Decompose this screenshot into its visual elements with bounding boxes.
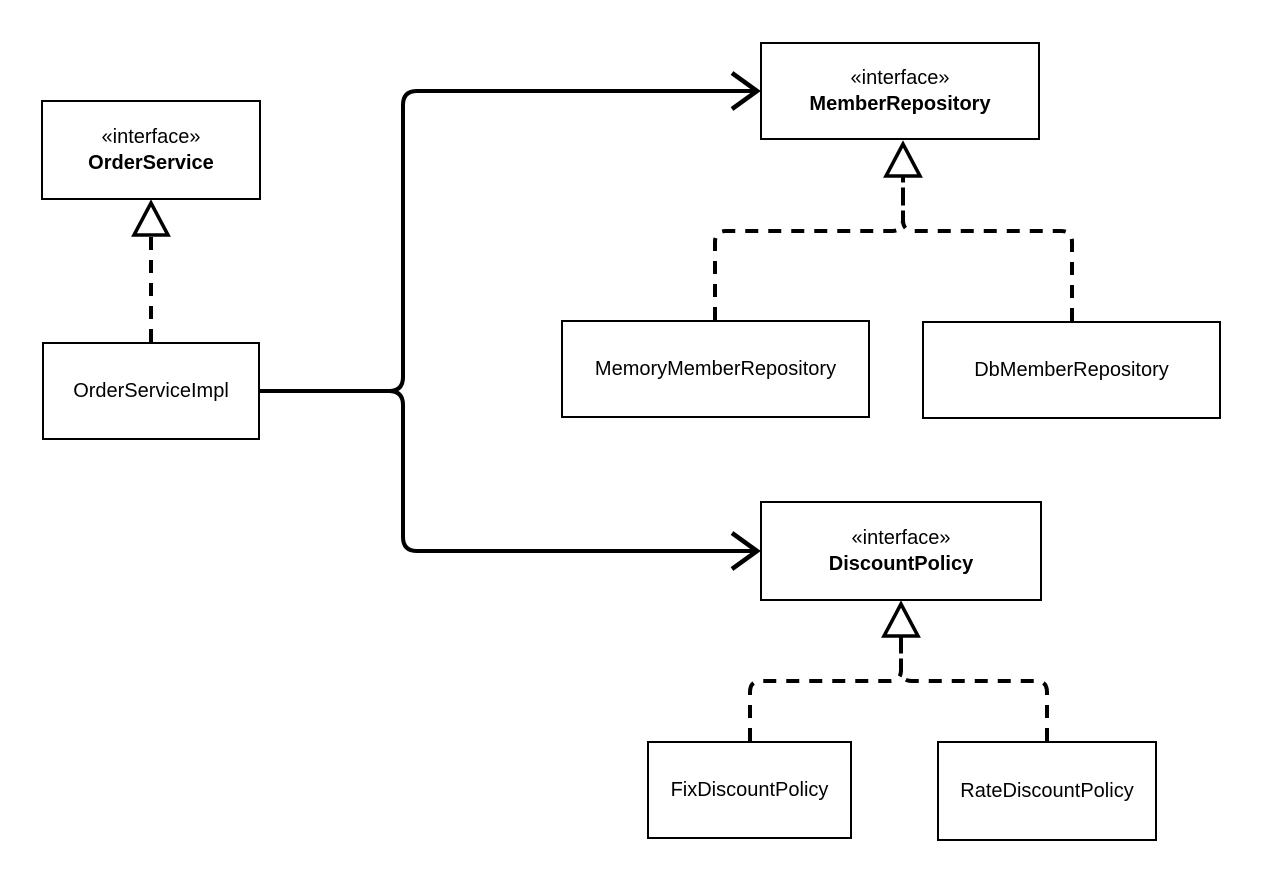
- hollow-triangle-icon: [883, 140, 923, 178]
- class-name-label: MemoryMemberRepository: [594, 358, 837, 380]
- class-box-memory-member-repository: MemoryMemberRepository: [561, 320, 870, 418]
- interface-name-label: DiscountPolicy: [828, 553, 974, 575]
- class-name-label: OrderServiceImpl: [73, 380, 229, 402]
- class-box-discount-policy: «interface» DiscountPolicy: [760, 501, 1042, 601]
- hollow-triangle-icon: [131, 199, 171, 237]
- interface-name-label: OrderService: [88, 152, 214, 174]
- hollow-triangle-icon: [881, 600, 921, 638]
- realization-arrow-fix-discount-policy-to-discount-policy: [748, 637, 903, 741]
- stereotype-label: «interface»: [851, 527, 951, 549]
- class-name-label: DbMemberRepository: [974, 359, 1169, 381]
- open-arrowhead-icon: [730, 531, 761, 571]
- realization-arrow-rate-discount-policy-to-discount-policy: [899, 637, 1049, 741]
- stereotype-label: «interface»: [850, 67, 950, 89]
- realization-arrow-memory-member-repository-to-member-repository: [713, 177, 905, 320]
- interface-name-label: MemberRepository: [809, 93, 991, 115]
- realization-arrow-db-member-repository-to-member-repository: [901, 177, 1074, 321]
- class-box-db-member-repository: DbMemberRepository: [922, 321, 1221, 419]
- stereotype-label: «interface»: [101, 126, 201, 148]
- class-box-fix-discount-policy: FixDiscountPolicy: [647, 741, 852, 839]
- open-arrowhead-icon: [730, 71, 761, 111]
- class-box-member-repository: «interface» MemberRepository: [760, 42, 1040, 140]
- class-box-rate-discount-policy: RateDiscountPolicy: [937, 741, 1157, 841]
- dependency-arrow-order-service-impl-to-discount-policy: [260, 389, 761, 571]
- class-name-label: RateDiscountPolicy: [960, 780, 1134, 802]
- class-box-order-service-impl: OrderServiceImpl: [42, 342, 260, 440]
- class-name-label: FixDiscountPolicy: [670, 779, 829, 801]
- realization-arrow-order-service-impl-to-order-service: [131, 199, 171, 342]
- class-box-order-service: «interface» OrderService: [41, 100, 261, 200]
